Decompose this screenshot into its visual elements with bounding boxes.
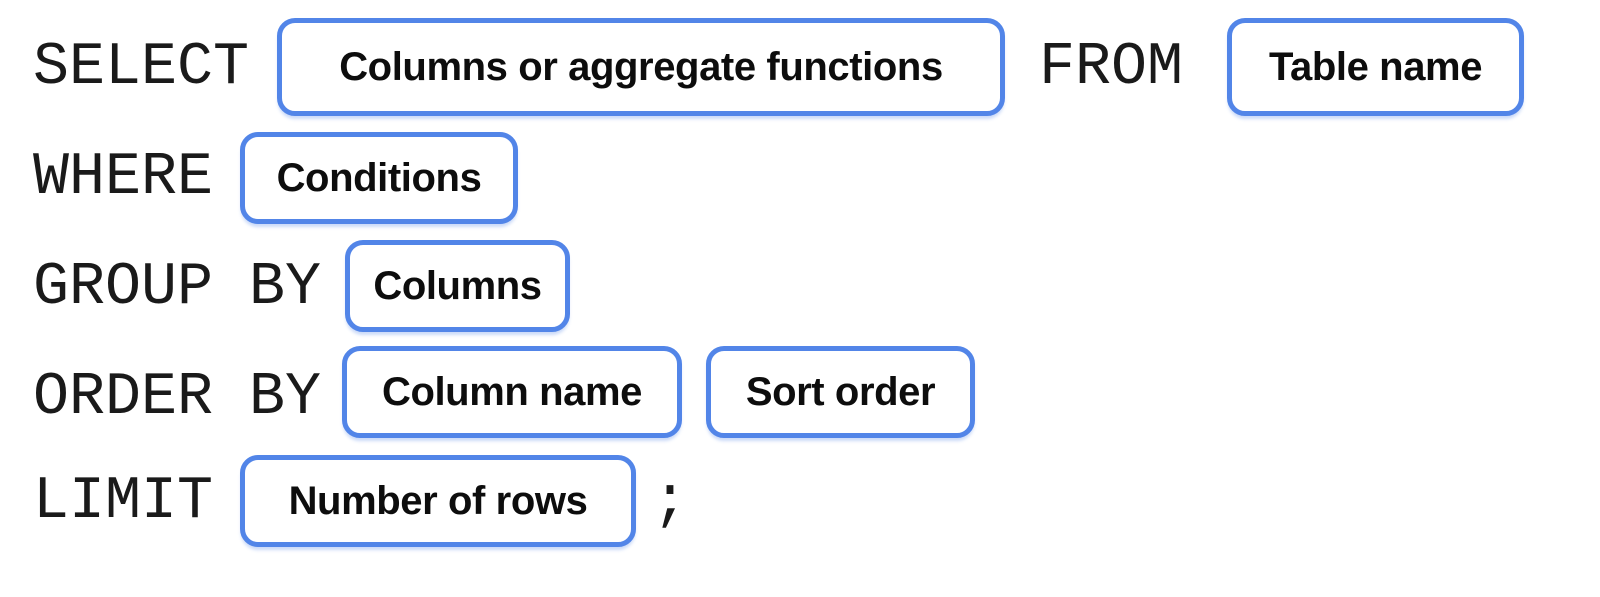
- slot-conditions-label: Conditions: [276, 156, 482, 200]
- keyword-limit: LIMIT: [33, 468, 214, 536]
- keyword-select: SELECT: [33, 34, 250, 102]
- slot-table-name[interactable]: Table name: [1227, 18, 1524, 116]
- keyword-order-by: ORDER BY: [33, 364, 322, 432]
- slot-group-columns[interactable]: Columns: [345, 240, 570, 332]
- slot-group-columns-label: Columns: [373, 264, 542, 308]
- slot-order-column-name[interactable]: Column name: [342, 346, 682, 438]
- statement-terminator: ;: [652, 468, 689, 536]
- keyword-from: FROM: [1039, 34, 1184, 102]
- slot-number-of-rows[interactable]: Number of rows: [240, 455, 636, 547]
- slot-sort-order-label: Sort order: [745, 370, 936, 414]
- keyword-where: WHERE: [33, 144, 214, 212]
- slot-order-column-name-label: Column name: [381, 370, 643, 414]
- slot-sort-order[interactable]: Sort order: [706, 346, 975, 438]
- slot-conditions[interactable]: Conditions: [240, 132, 518, 224]
- slot-number-of-rows-label: Number of rows: [288, 479, 588, 523]
- slot-select-expression-label: Columns or aggregate functions: [339, 45, 943, 89]
- slot-select-expression[interactable]: Columns or aggregate functions: [277, 18, 1005, 116]
- keyword-group-by: GROUP BY: [33, 254, 322, 322]
- slot-table-name-label: Table name: [1268, 45, 1483, 89]
